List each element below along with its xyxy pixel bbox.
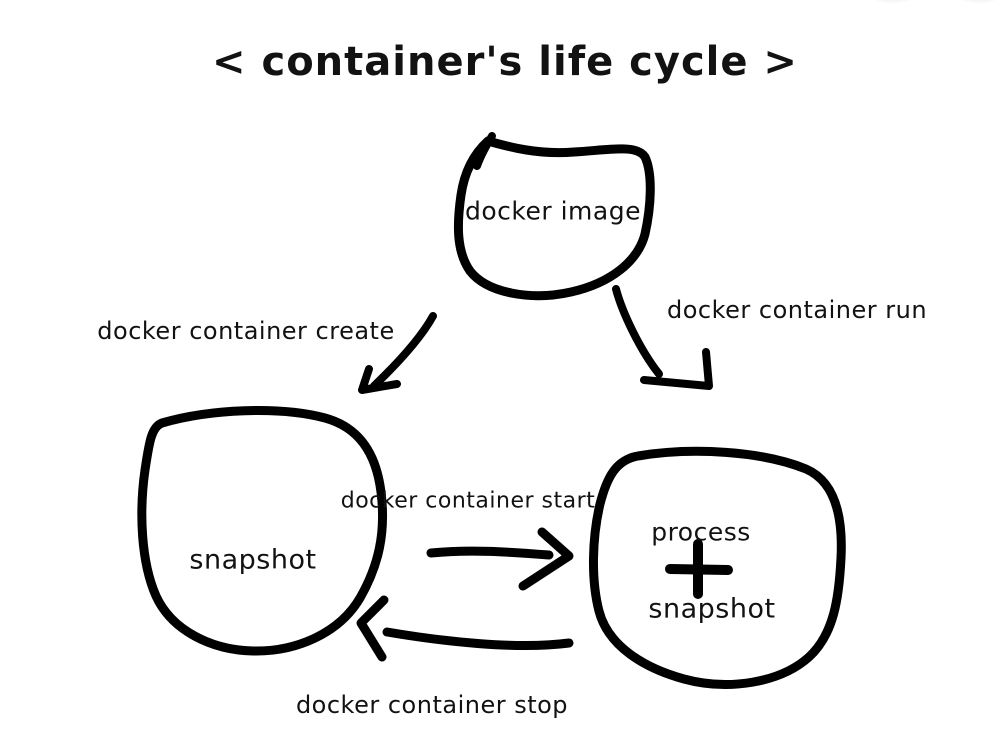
edge-label-stop: docker container stop bbox=[295, 691, 569, 719]
diagram-title: < container's life cycle > bbox=[212, 39, 798, 85]
plus-icon bbox=[665, 539, 733, 599]
process-snapshot-blob bbox=[588, 446, 846, 689]
snapshot-blob bbox=[137, 406, 388, 656]
start-arrow bbox=[426, 527, 574, 591]
node-label-process-snapshot: snapshot bbox=[648, 593, 776, 625]
stop-arrow bbox=[356, 595, 574, 662]
node-label-docker-image: docker image bbox=[465, 196, 641, 226]
edge-label-create: docker container create bbox=[97, 317, 395, 345]
edge-label-start: docker container start bbox=[340, 488, 596, 514]
docker-image-blob bbox=[453, 132, 655, 301]
node-label-snapshot: snapshot bbox=[189, 544, 317, 576]
node-label-process: process bbox=[651, 517, 751, 547]
create-arrow bbox=[358, 312, 437, 394]
run-arrow bbox=[612, 285, 713, 390]
edge-label-run: docker container run bbox=[666, 296, 928, 324]
